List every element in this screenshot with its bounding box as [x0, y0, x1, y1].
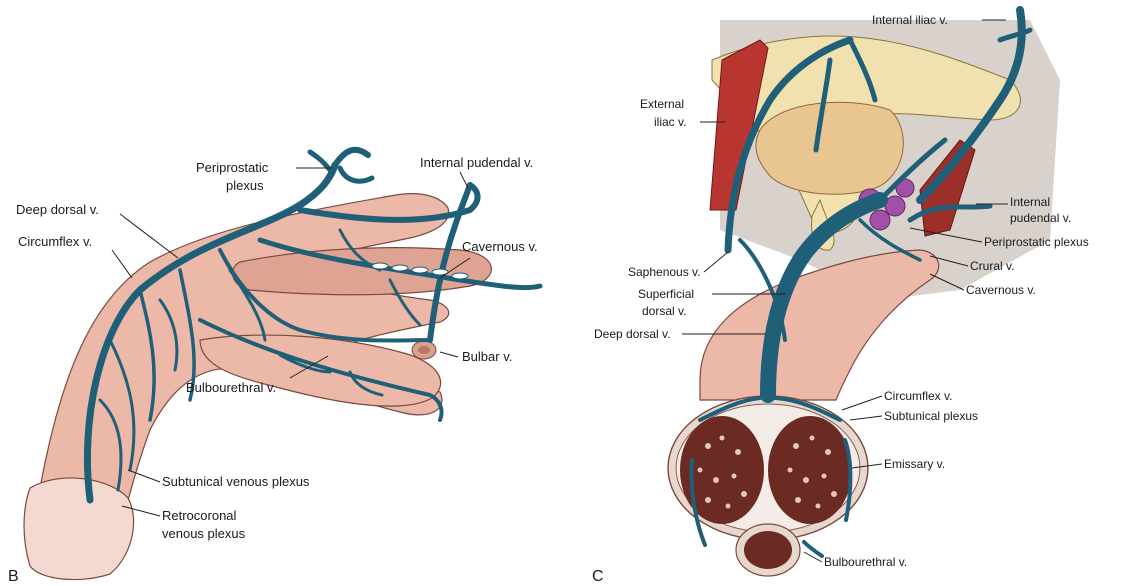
label-deep-dorsal-c: Deep dorsal v.: [594, 327, 670, 341]
leader-bulbar-b: [440, 352, 458, 357]
label-bulbar-b: Bulbar v.: [462, 349, 512, 364]
label-internal-iliac-c: Internal iliac v.: [872, 13, 948, 27]
label-periprostatic-b-line2: plexus: [226, 178, 264, 193]
bulb-core-b: [418, 346, 430, 354]
label-bulbourethral-b: Bulbourethral v.: [186, 380, 276, 395]
label-retrocoronal-b-line1: Retrocoronal: [162, 508, 237, 523]
label-periprostatic-c: Periprostatic plexus: [984, 235, 1089, 249]
leader-saphenous-c: [704, 252, 728, 272]
label-subtunical-c: Subtunical plexus: [884, 409, 978, 423]
label-bulbourethral-c: Bulbourethral v.: [824, 555, 907, 569]
label-internal-pudendal-c-line1: Internal: [1010, 195, 1050, 209]
label-periprostatic-b-line1: Periprostatic: [196, 160, 269, 175]
label-internal-pudendal-c-line2: pudendal v.: [1010, 211, 1071, 225]
label-superficial-dorsal-c-line2: dorsal v.: [642, 304, 686, 318]
leader-subtunical-c: [850, 416, 882, 420]
leader-internal-pudendal-b: [460, 172, 468, 188]
leader-circumflex-b: [112, 250, 132, 278]
label-superficial-dorsal-c-line1: Superficial: [638, 287, 694, 301]
penile-shaft-c: [700, 250, 939, 400]
label-saphenous-c: Saphenous v.: [628, 265, 701, 279]
spongiosum-core-c: [744, 531, 792, 569]
leader-circumflex-c: [842, 396, 882, 410]
panel-b-illustration: [24, 150, 540, 580]
panel-letter-b: B: [8, 568, 19, 585]
label-internal-pudendal-b: Internal pudendal v.: [420, 155, 533, 170]
label-circumflex-c: Circumflex v.: [884, 389, 952, 403]
prostate-c: [756, 102, 903, 194]
label-external-iliac-c-line1: External: [640, 97, 684, 111]
panel-letter-c: C: [592, 568, 604, 585]
label-crural-c: Crural v.: [970, 259, 1014, 273]
label-deep-dorsal-b: Deep dorsal v.: [16, 202, 99, 217]
label-subtunical-b: Subtunical venous plexus: [162, 474, 310, 489]
label-circumflex-b: Circumflex v.: [18, 234, 92, 249]
corpus-cavernosum-right-c: [768, 416, 852, 524]
label-cavernous-c: Cavernous v.: [966, 283, 1036, 297]
leader-deep-dorsal-b: [120, 214, 178, 258]
label-emissary-c: Emissary v.: [884, 457, 945, 471]
label-external-iliac-c-line2: iliac v.: [654, 115, 686, 129]
label-retrocoronal-b-line2: venous plexus: [162, 526, 246, 541]
label-cavernous-b: Cavernous v.: [462, 239, 538, 254]
glans-b: [24, 478, 134, 580]
